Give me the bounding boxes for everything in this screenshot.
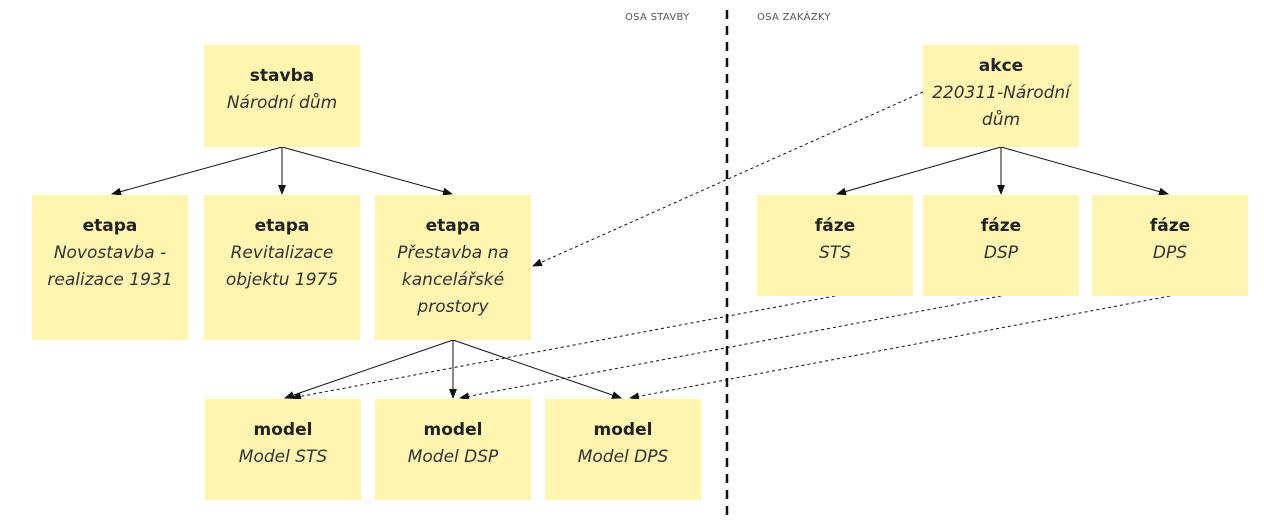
node-type: model (423, 420, 483, 440)
edge-etapa3-model3 (452, 339, 622, 399)
node-type: model (253, 420, 313, 440)
node-type: model (593, 420, 653, 440)
node-name: Revitalizace objektu 1975 (225, 243, 339, 290)
node-name: Model STS (238, 447, 328, 467)
node-type: akce (978, 56, 1024, 76)
node-type: fáze (980, 216, 1022, 236)
link-faze2-model2 (459, 295, 1002, 401)
node-name: Přestavba na kancelářské prostory (397, 243, 509, 317)
node-name: Národní dům (226, 93, 338, 113)
link-faze3-model3 (629, 295, 1171, 401)
edge-stavba-etapa1 (111, 146, 283, 196)
node-name: DSP (983, 243, 1019, 263)
node-type: etapa (254, 216, 310, 236)
node-akce[interactable]: akce 220311-Národní dům (923, 45, 1079, 147)
link-akce-etapa3 (532, 91, 924, 267)
node-name: 220311-Národní dům (932, 83, 1070, 130)
node-type: fáze (1149, 216, 1191, 236)
node-type: stavba (249, 66, 315, 86)
node-name: Model DSP (407, 447, 499, 467)
node-type: etapa (425, 216, 481, 236)
node-type: fáze (814, 216, 856, 236)
node-name: Novostavba - realizace 1931 (47, 243, 173, 290)
edge-akce-faze1 (836, 146, 1002, 196)
node-name: STS (819, 243, 851, 263)
edge-etapa3-model1 (284, 339, 454, 399)
node-name: DPS (1152, 243, 1188, 263)
link-faze1-model1 (291, 295, 836, 401)
node-name: Model DPS (577, 447, 669, 467)
node-type: etapa (82, 216, 138, 236)
edge-akce-faze3 (1000, 146, 1169, 196)
axis-label-zakazky: OSA ZAKÁZKY (757, 12, 831, 23)
edge-stavba-etapa3 (281, 146, 453, 196)
axis-label-stavby: OSA STAVBY (625, 12, 690, 23)
